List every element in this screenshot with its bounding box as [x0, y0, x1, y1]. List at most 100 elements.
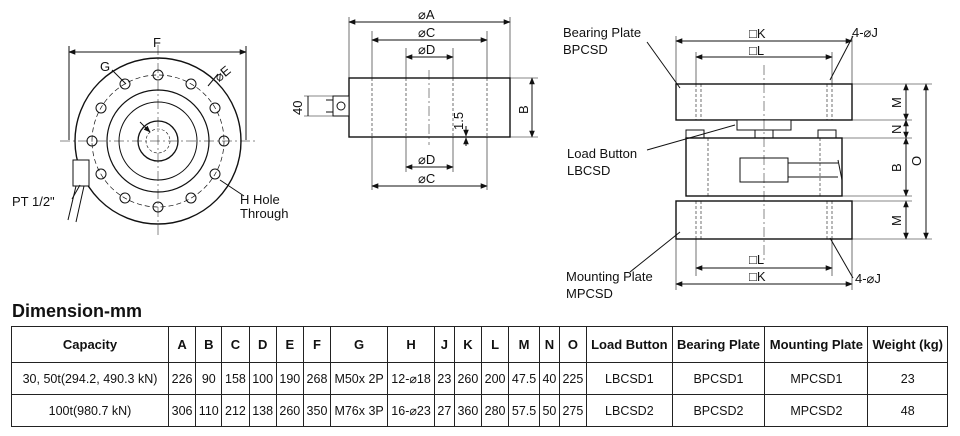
- dim-n-label: N: [889, 125, 904, 134]
- side-view-labels: ⌀A ⌀C ⌀D ⌀D ⌀C 40 1.5 B: [290, 7, 531, 186]
- dim-g-label: G: [100, 59, 110, 74]
- load-button-code: LBCSD: [567, 163, 610, 178]
- header-cell: M: [508, 326, 540, 363]
- table-cell: 260: [275, 394, 304, 427]
- dim-l-top-label: □L: [749, 43, 764, 58]
- dim-m-bottom-label: M: [889, 215, 904, 226]
- dim-c-bottom-label: ⌀C: [418, 171, 435, 186]
- dim-1-5-label: 1.5: [451, 112, 466, 130]
- dim-c-top-label: ⌀C: [418, 25, 435, 40]
- table-cell: 350: [302, 394, 332, 427]
- table-cell: 27: [433, 394, 455, 427]
- table-cell: MPCSD1: [764, 362, 869, 395]
- dimension-table: Capacity A B C D E F G H J K L M N O Loa…: [11, 326, 948, 427]
- header-cell: O: [558, 326, 588, 363]
- table-cell: 158: [221, 362, 250, 395]
- header-cell: D: [248, 326, 277, 363]
- header-cell: C: [221, 326, 250, 363]
- table-cell: 268: [302, 362, 332, 395]
- header-cell: B: [195, 326, 223, 363]
- load-button-label: Load Button: [567, 146, 637, 161]
- table-cell: 100t(980.7 kN): [11, 394, 169, 427]
- table-cell: BPCSD2: [671, 394, 766, 427]
- assembly-view: [629, 35, 932, 290]
- table-cell: 190: [275, 362, 304, 395]
- table-cell: 138: [248, 394, 277, 427]
- table-row: 30, 50t(294.2, 490.3 kN) 226 90 158 100 …: [11, 362, 948, 395]
- header-cell: F: [302, 326, 332, 363]
- table-cell: 23: [433, 362, 455, 395]
- dim-d-bottom-label: ⌀D: [418, 152, 435, 167]
- header-cell: N: [538, 326, 560, 363]
- dim-b-label: B: [516, 105, 531, 114]
- bearing-plate-label: Bearing Plate: [563, 25, 641, 40]
- table-cell: 12-⌀18: [387, 362, 435, 395]
- dim-d-top-label: ⌀D: [418, 42, 435, 57]
- table-cell: 212: [221, 394, 250, 427]
- table-cell: 90: [195, 362, 223, 395]
- header-row: Capacity A B C D E F G H J K L M N O Loa…: [11, 326, 948, 363]
- table-cell: 306: [167, 394, 197, 427]
- header-cell: Bearing Plate: [671, 326, 766, 363]
- dim-40-label: 40: [290, 101, 305, 115]
- dim-j-top-label: 4-⌀J: [852, 25, 878, 40]
- dim-m-top-label: M: [889, 97, 904, 108]
- table-cell: 57.5: [508, 394, 540, 427]
- pt-label: PT 1/2": [12, 194, 55, 209]
- table-cell: BPCSD1: [671, 362, 766, 395]
- table-cell: 280: [480, 394, 510, 427]
- bearing-plate-code: BPCSD: [563, 42, 608, 57]
- dim-k-top-label: □K: [749, 26, 766, 41]
- table-cell: 30, 50t(294.2, 490.3 kN): [11, 362, 169, 395]
- dim-k-bottom-label: □K: [749, 269, 766, 284]
- table-cell: 40: [538, 362, 560, 395]
- table-cell: 16-⌀23: [387, 394, 435, 427]
- dim-o-label: O: [909, 156, 924, 166]
- dim-a-label: ⌀A: [418, 7, 435, 22]
- table-cell: 110: [195, 394, 223, 427]
- header-cell: Load Button: [586, 326, 673, 363]
- table-cell: 260: [453, 362, 482, 395]
- front-view-labels: F G ⌀E PT 1/2" H Hole Through: [12, 35, 288, 221]
- dim-j-bottom-label: 4-⌀J: [855, 271, 881, 286]
- technical-drawing: F G ⌀E PT 1/2" H Hole Through: [12, 7, 932, 300]
- table-cell: 50: [538, 394, 560, 427]
- header-cell: Mounting Plate: [764, 326, 869, 363]
- dim-b-assembly-label: B: [889, 163, 904, 172]
- table-cell: 47.5: [508, 362, 540, 395]
- table-cell: 48: [867, 394, 948, 427]
- table-cell: 200: [480, 362, 510, 395]
- dim-f-label: F: [153, 35, 161, 50]
- side-view: [304, 17, 538, 190]
- hole-label-1: H Hole: [240, 192, 280, 207]
- header-cell: E: [275, 326, 304, 363]
- header-cell: J: [433, 326, 455, 363]
- table-cell: LBCSD2: [586, 394, 673, 427]
- mounting-plate-label: Mounting Plate: [566, 269, 653, 284]
- table-cell: 225: [558, 362, 588, 395]
- table-cell: 226: [167, 362, 197, 395]
- table-cell: LBCSD1: [586, 362, 673, 395]
- dim-e-label: ⌀E: [211, 62, 234, 84]
- header-cell: K: [453, 326, 482, 363]
- table-cell: 23: [867, 362, 948, 395]
- hole-label-2: Through: [240, 206, 288, 221]
- mounting-plate-code: MPCSD: [566, 286, 613, 300]
- header-cell: Weight (kg): [867, 326, 948, 363]
- header-cell: A: [167, 326, 197, 363]
- table-cell: M76x 3P: [330, 394, 389, 427]
- table-cell: M50x 2P: [330, 362, 389, 395]
- assembly-view-labels: Bearing Plate BPCSD Load Button LBCSD Mo…: [563, 25, 924, 300]
- dim-l-bottom-label: □L: [749, 252, 764, 267]
- header-cell: H: [387, 326, 435, 363]
- bolt-holes: [86, 69, 230, 213]
- header-cell: G: [330, 326, 389, 363]
- table-row: 100t(980.7 kN) 306 110 212 138 260 350 M…: [11, 394, 948, 427]
- header-cell: Capacity: [11, 326, 169, 363]
- table-cell: 360: [453, 394, 482, 427]
- front-view: [60, 45, 256, 237]
- table-cell: 275: [558, 394, 588, 427]
- table-cell: MPCSD2: [764, 394, 869, 427]
- header-cell: L: [480, 326, 510, 363]
- table-title: Dimension-mm: [12, 301, 143, 321]
